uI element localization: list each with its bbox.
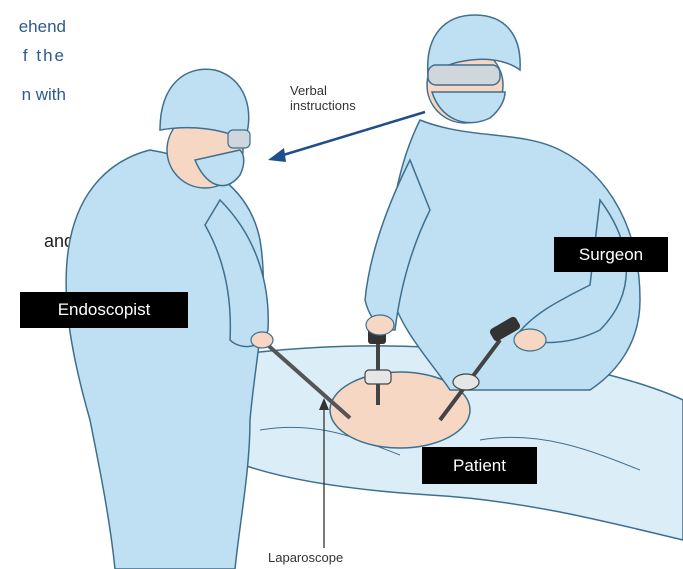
verbal-instructions-label: Verbal instructions	[290, 83, 356, 113]
surgeon-label: Surgeon	[554, 237, 668, 272]
endoscopist-hand	[251, 332, 273, 348]
trocar-left	[365, 370, 391, 384]
endoscopist-goggles	[228, 130, 250, 148]
surgeon-mask	[432, 92, 505, 123]
endoscopist-label: Endoscopist	[20, 292, 188, 328]
verbal-instructions-arrowhead	[268, 148, 286, 162]
endoscopist-label-text: Endoscopist	[58, 300, 151, 320]
surgeon-hand-right	[514, 329, 546, 351]
laparoscope-label: Laparoscope	[268, 550, 343, 565]
patient-label: Patient	[422, 447, 537, 484]
surgeon-goggles	[428, 65, 500, 85]
surgeon-hand-left	[366, 315, 394, 335]
verbal-instructions-arrow	[280, 112, 425, 156]
patient-label-text: Patient	[453, 456, 506, 476]
endoscopist-body	[66, 150, 263, 569]
surgeon-label-text: Surgeon	[579, 245, 643, 265]
trocar-right	[453, 374, 479, 390]
